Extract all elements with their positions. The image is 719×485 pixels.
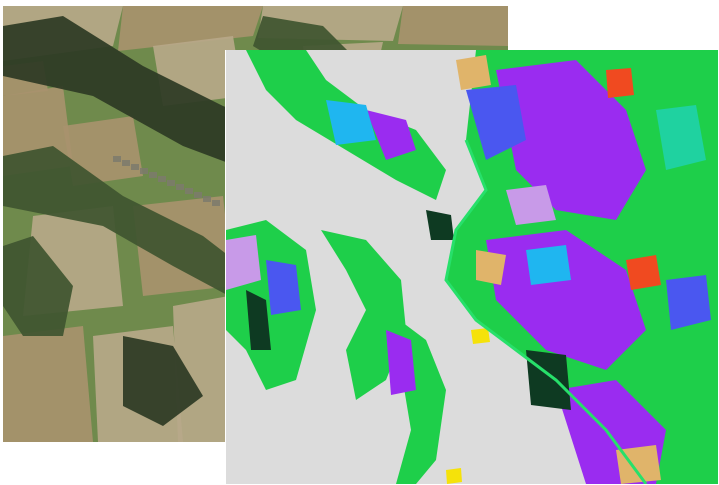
segmap-region [226,235,261,290]
aerial-building [212,200,220,206]
segmap-region [526,245,571,285]
segmap-region [486,230,646,370]
aerial-building [203,196,211,202]
aerial-building [176,184,184,190]
aerial-building [113,156,121,162]
segmap-region [321,230,406,400]
segmap-region [426,210,454,240]
segmap-region [526,350,571,410]
aerial-building [185,188,193,194]
segmap-region [471,328,490,344]
aerial-building [122,160,130,166]
aerial-field [398,6,508,46]
segmap-region [266,260,301,315]
segmap-region [666,275,711,330]
segmentation-map [226,50,718,484]
aerial-forest [3,146,229,296]
aerial-building [167,180,175,186]
aerial-village [113,156,220,206]
segmap-edge [444,139,648,484]
segmap-region [446,468,462,484]
segmap-region [606,68,634,98]
segmap-region [386,330,416,395]
aerial-building [131,164,139,170]
segmap-region [616,445,661,484]
segmap-region [246,290,271,350]
segmap-region [656,105,706,170]
segmap-region [466,85,526,160]
aerial-field [118,6,263,51]
aerial-building [149,172,157,178]
segmap-regions [226,50,718,484]
segmap-region [626,255,661,290]
aerial-building [158,176,166,182]
aerial-building [140,168,148,174]
segmap-region [506,185,556,225]
segmap-region [456,55,491,90]
segmap-region [366,110,416,160]
segmap-region [326,100,376,145]
segmap-region [496,60,646,220]
aerial-building [194,192,202,198]
segmap-region [476,250,506,285]
aerial-field [3,326,93,442]
aerial-forest [123,336,203,426]
aerial-forest [3,236,73,336]
